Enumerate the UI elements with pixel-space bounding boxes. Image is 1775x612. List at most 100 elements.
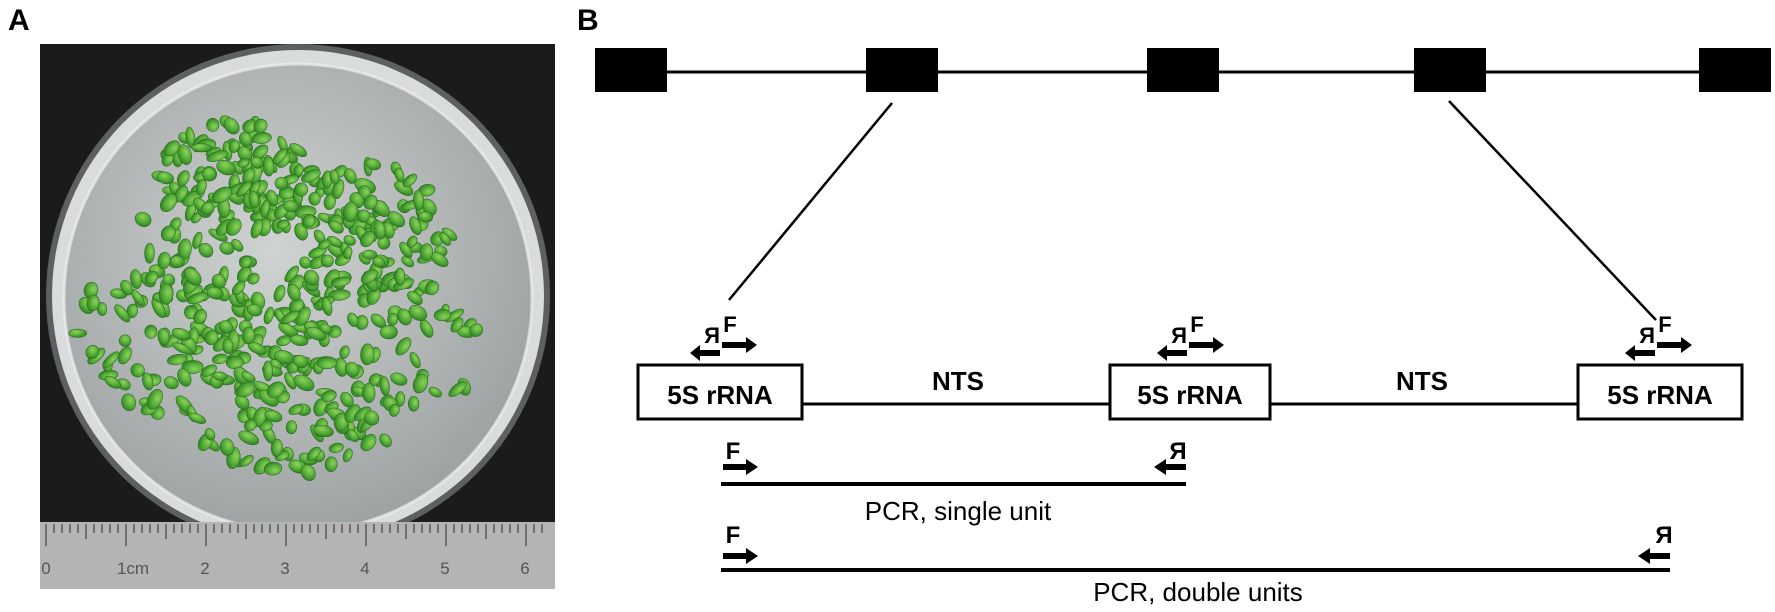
duckweed-frond [219, 241, 235, 255]
duckweed-frond [212, 371, 228, 381]
forward-primer-label: F [723, 312, 736, 337]
duckweed-frond [223, 117, 240, 135]
duckweed-frond [252, 144, 269, 159]
duckweed-frond [373, 220, 386, 240]
duckweed-frond [428, 386, 442, 398]
duckweed-frond [250, 219, 263, 239]
duckweed-frond [343, 246, 353, 260]
duckweed-frond [157, 251, 171, 270]
duckweed-frond [299, 256, 311, 269]
duckweed-frond [439, 232, 451, 246]
duckweed-frond [239, 255, 252, 269]
duckweed-frond [419, 243, 434, 261]
duckweed-frond [321, 297, 333, 316]
forward-primer-label: F [1658, 312, 1671, 337]
duckweed-frond [388, 403, 400, 417]
duckweed-frond [421, 198, 437, 216]
pcr-single-reverse-label: R [1169, 438, 1186, 465]
pcr-double-reverse-arrow [1638, 548, 1670, 564]
duckweed-frond [244, 419, 257, 432]
pcr-single-forward-label: F [726, 438, 741, 465]
duckweed-frond [343, 168, 357, 184]
duckweed-frond [219, 438, 235, 456]
duckweed-frond [96, 302, 108, 316]
duckweed-frond [329, 220, 344, 234]
duckweed-frond [248, 190, 260, 209]
ruler-label-3: 3 [280, 559, 289, 578]
duckweed-fronds [68, 115, 484, 481]
duckweed-frond [158, 283, 174, 305]
duckweed-frond [409, 352, 421, 369]
reverse-primer-label: R [704, 323, 720, 348]
duckweed-frond [294, 182, 309, 197]
duckweed-frond [206, 118, 220, 132]
primer-pair-1: R F [690, 312, 757, 361]
duckweed-frond [163, 376, 179, 390]
pcr-double-label: PCR, double units [1093, 577, 1303, 607]
duckweed-frond [418, 211, 433, 223]
duckweed-frond [236, 381, 256, 398]
duckweed-frond [163, 140, 180, 157]
duckweed-frond [192, 231, 203, 249]
duckweed-frond [263, 306, 275, 325]
locus-block-4 [1414, 48, 1486, 92]
duckweed-frond [222, 338, 234, 354]
duckweed-frond [242, 326, 255, 345]
duckweed-frond [395, 337, 412, 356]
zoom-line-right [1448, 100, 1657, 321]
petri-dish-photo: 0 1cm 2 3 4 5 6 [40, 44, 555, 589]
duckweed-frond [308, 192, 321, 206]
duckweed-frond [364, 410, 380, 426]
duckweed-frond [320, 254, 334, 268]
duckweed-frond [144, 324, 158, 339]
duckweed-frond [273, 284, 286, 303]
duckweed-frond [121, 393, 137, 412]
duckweed-frond [394, 391, 406, 407]
duckweed-frond [413, 190, 424, 211]
duckweed-frond [433, 308, 451, 322]
duckweed-frond [176, 170, 190, 187]
duckweed-frond [290, 334, 309, 346]
duckweed-frond [342, 448, 353, 463]
nts-label-1: NTS [932, 366, 984, 396]
duckweed-frond [342, 201, 358, 222]
zoom-line-left [728, 102, 893, 301]
duckweed-frond [330, 276, 351, 288]
duckweed-frond [171, 327, 191, 341]
duckweed-frond [306, 446, 321, 462]
duckweed-frond [85, 345, 100, 359]
duckweed-frond [231, 280, 246, 296]
duckweed-frond [263, 461, 283, 476]
pcr-single-unit: F R PCR, single unit [721, 438, 1187, 526]
duckweed-frond [250, 156, 264, 169]
duckweed-frond [191, 143, 213, 153]
duckweed-frond [362, 383, 376, 403]
panel-label-b: B [577, 4, 599, 37]
duckweed-frond [276, 219, 290, 230]
duckweed-frond [387, 313, 399, 326]
duckweed-frond [288, 404, 304, 415]
duckweed-frond [117, 346, 132, 365]
ruler-label-2: 2 [200, 559, 209, 578]
pcr-single-reverse-arrow [1154, 459, 1186, 475]
duckweed-frond [144, 270, 159, 285]
duckweed-frond [234, 394, 250, 410]
duckweed-frond [130, 363, 145, 378]
duckweed-frond [363, 194, 378, 210]
forward-primer-arrow [1189, 337, 1224, 353]
duckweed-frond [317, 239, 331, 250]
duckweed-frond [284, 265, 299, 283]
reverse-primer-arrow [1625, 345, 1655, 361]
duckweed-frond [379, 433, 392, 448]
duckweed-frond [204, 330, 219, 346]
duckweed-frond [407, 396, 420, 412]
forward-primer-label: F [1190, 312, 1203, 337]
duckweed-frond [187, 292, 208, 305]
rrna-box-3 [1576, 363, 1744, 421]
duckweed-frond [211, 186, 232, 203]
duckweed-frond [448, 381, 467, 397]
duckweed-frond [247, 272, 260, 285]
duckweed-frond [159, 193, 178, 213]
duckweed-frond [300, 464, 316, 481]
rrna-box-2 [1108, 363, 1272, 421]
